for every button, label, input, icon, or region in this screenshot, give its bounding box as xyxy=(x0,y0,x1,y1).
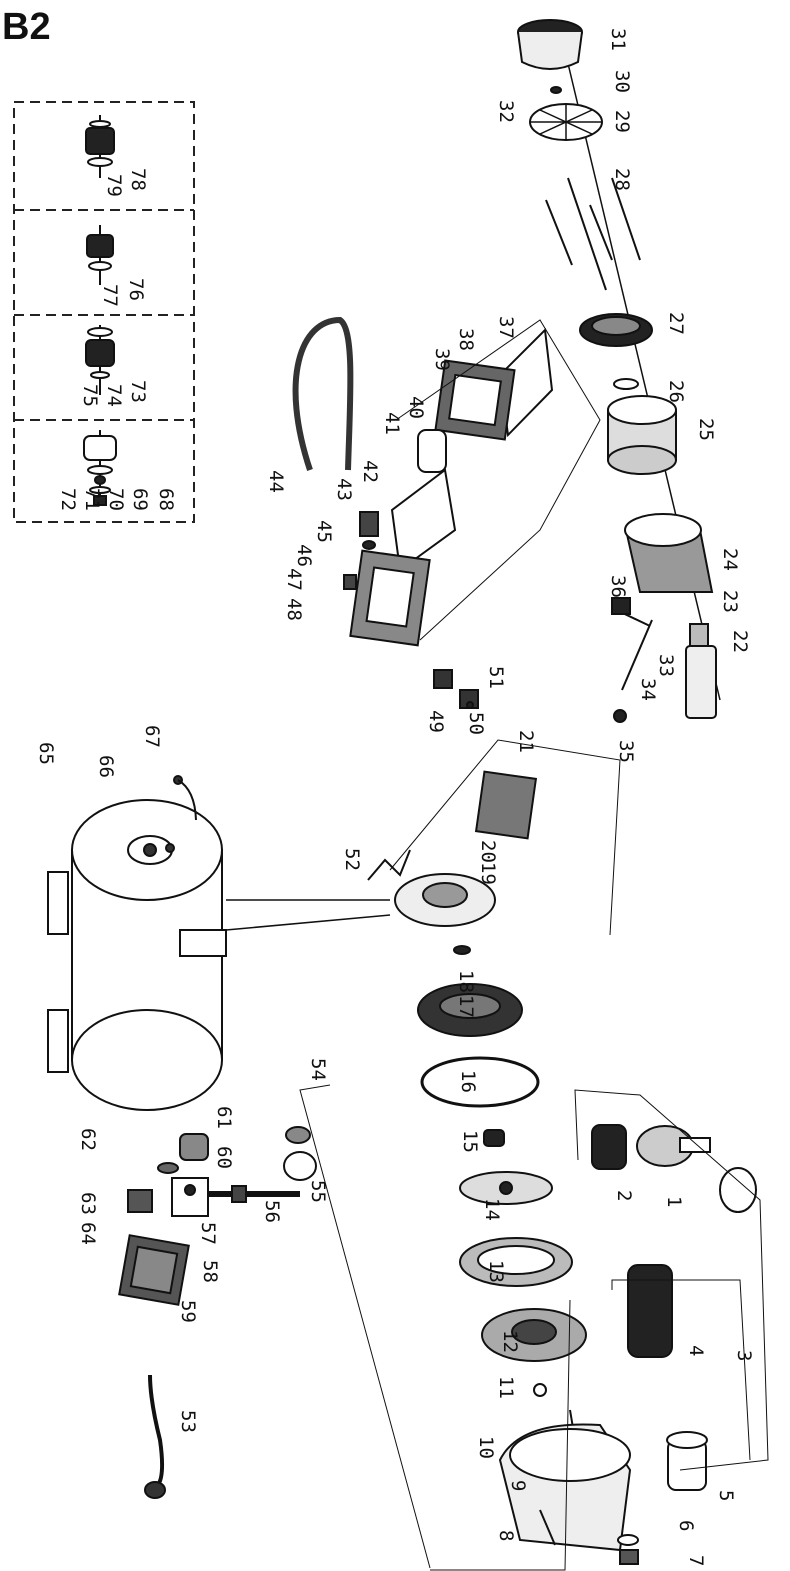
label-70: 70 xyxy=(105,488,127,511)
label-56: 56 xyxy=(261,1200,283,1223)
label-23: 23 xyxy=(719,590,741,613)
fitting-78-79 xyxy=(85,115,115,178)
label-78: 78 xyxy=(127,168,149,191)
label-71: 71 xyxy=(81,488,103,511)
label-52: 52 xyxy=(341,848,363,871)
label-7: 7 xyxy=(685,1555,707,1566)
label-45: 45 xyxy=(313,520,335,543)
label-79: 79 xyxy=(103,174,125,197)
label-77: 77 xyxy=(99,284,121,307)
label-68: 68 xyxy=(155,488,177,511)
label-5: 5 xyxy=(715,1490,737,1501)
label-20: 20 xyxy=(477,840,499,863)
label-25: 25 xyxy=(695,418,717,441)
label-47: 47 xyxy=(283,568,305,591)
label-65: 65 xyxy=(35,742,57,765)
label-2: 2 xyxy=(613,1190,635,1201)
label-55: 55 xyxy=(307,1180,329,1203)
label-38: 38 xyxy=(455,328,477,351)
pressure-tank xyxy=(47,775,391,1111)
label-22: 22 xyxy=(729,630,751,653)
fitting-73-75 xyxy=(85,325,115,395)
label-74: 74 xyxy=(103,384,125,407)
label-39: 39 xyxy=(431,348,453,371)
label-51: 51 xyxy=(485,666,507,689)
label-44: 44 xyxy=(265,470,287,493)
label-59: 59 xyxy=(177,1300,199,1323)
label-3: 3 xyxy=(733,1350,755,1361)
label-60: 60 xyxy=(213,1146,235,1169)
part-number-labels: 31 32 30 29 28 27 26 25 24 23 22 36 33 3… xyxy=(35,28,755,1566)
label-67: 67 xyxy=(141,725,163,748)
label-17: 17 xyxy=(455,995,477,1018)
label-42: 42 xyxy=(359,460,381,483)
label-4: 4 xyxy=(685,1345,707,1356)
label-49: 49 xyxy=(425,710,447,733)
label-34: 34 xyxy=(637,678,659,701)
label-48: 48 xyxy=(283,598,305,621)
label-8: 8 xyxy=(495,1530,517,1541)
label-73: 73 xyxy=(127,380,149,403)
label-57: 57 xyxy=(197,1222,219,1245)
label-35: 35 xyxy=(615,740,637,763)
kit-frame xyxy=(13,101,195,523)
label-21: 21 xyxy=(515,730,537,753)
label-11: 11 xyxy=(495,1376,517,1399)
label-40: 40 xyxy=(405,396,427,419)
label-43: 43 xyxy=(333,478,355,501)
label-64: 64 xyxy=(77,1222,99,1245)
pump-assembly xyxy=(299,739,769,1571)
label-13: 13 xyxy=(485,1260,507,1283)
label-16: 16 xyxy=(457,1070,479,1093)
label-66: 66 xyxy=(95,755,117,778)
label-18: 18 xyxy=(455,970,477,993)
label-61: 61 xyxy=(213,1106,235,1129)
motor-assembly xyxy=(517,19,721,723)
label-62: 62 xyxy=(77,1128,99,1151)
label-46: 46 xyxy=(293,544,315,567)
fitting-68-72 xyxy=(83,430,117,506)
fan-impeller xyxy=(529,103,603,141)
label-28: 28 xyxy=(611,168,633,191)
label-15: 15 xyxy=(459,1130,481,1153)
label-58: 58 xyxy=(199,1260,221,1283)
label-37: 37 xyxy=(495,316,517,339)
label-53: 53 xyxy=(177,1410,199,1433)
label-1: 1 xyxy=(663,1196,685,1207)
label-10: 10 xyxy=(475,1436,497,1459)
control-box xyxy=(292,316,601,709)
label-12: 12 xyxy=(499,1330,521,1353)
label-76: 76 xyxy=(125,278,147,301)
label-41: 41 xyxy=(381,412,403,435)
label-27: 27 xyxy=(665,312,687,335)
label-24: 24 xyxy=(719,548,741,571)
label-50: 50 xyxy=(465,712,487,735)
fittings-and-switch xyxy=(118,1126,317,1499)
accessory-kits xyxy=(13,101,195,523)
fitting-76-77 xyxy=(86,225,114,285)
label-6: 6 xyxy=(675,1520,697,1531)
label-33: 33 xyxy=(655,654,677,677)
label-29: 29 xyxy=(611,110,633,133)
label-75: 75 xyxy=(79,384,101,407)
label-26: 26 xyxy=(665,380,687,403)
label-63: 63 xyxy=(77,1192,99,1215)
label-36: 36 xyxy=(607,575,629,598)
label-69: 69 xyxy=(129,488,151,511)
label-31: 31 xyxy=(607,28,629,51)
label-32: 32 xyxy=(495,100,517,123)
label-9: 9 xyxy=(507,1480,529,1491)
label-54: 54 xyxy=(307,1058,329,1081)
label-19: 19 xyxy=(477,862,499,885)
label-72: 72 xyxy=(57,488,79,511)
label-30: 30 xyxy=(611,70,633,93)
diagram-title: B2 xyxy=(2,6,51,48)
label-14: 14 xyxy=(481,1198,503,1221)
